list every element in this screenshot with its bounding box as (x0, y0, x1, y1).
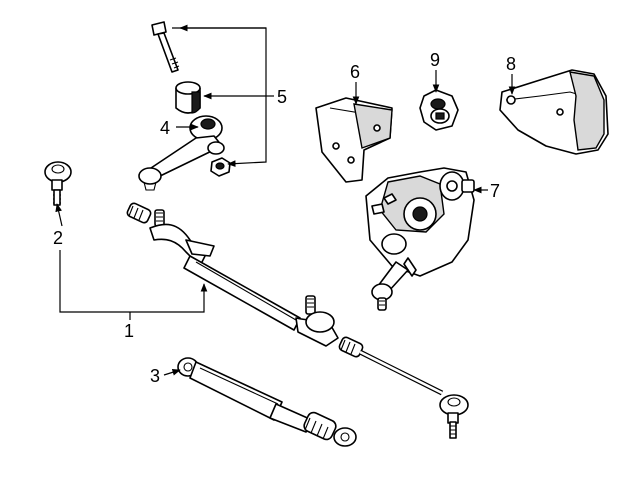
callout-2: 2 (53, 228, 63, 248)
callout-5: 5 (277, 87, 287, 107)
cover-part-8 (499, 69, 609, 155)
callout-4: 4 (160, 118, 170, 138)
bracket-part-6 (315, 97, 393, 183)
callout-8: 8 (506, 54, 516, 74)
callout-labels: 1 2 3 4 5 6 7 8 9 (53, 50, 516, 386)
steering-damper (177, 357, 357, 447)
callout-7: 7 (490, 181, 500, 201)
leader-lines (55, 24, 516, 376)
callout-3: 3 (150, 366, 160, 386)
callout-9: 9 (430, 50, 440, 70)
callout-1: 1 (124, 321, 134, 341)
idler-arm-hardware (138, 21, 231, 191)
steering-gear-box (365, 167, 475, 311)
callout-6: 6 (350, 62, 360, 82)
clip-part-9 (419, 89, 459, 131)
